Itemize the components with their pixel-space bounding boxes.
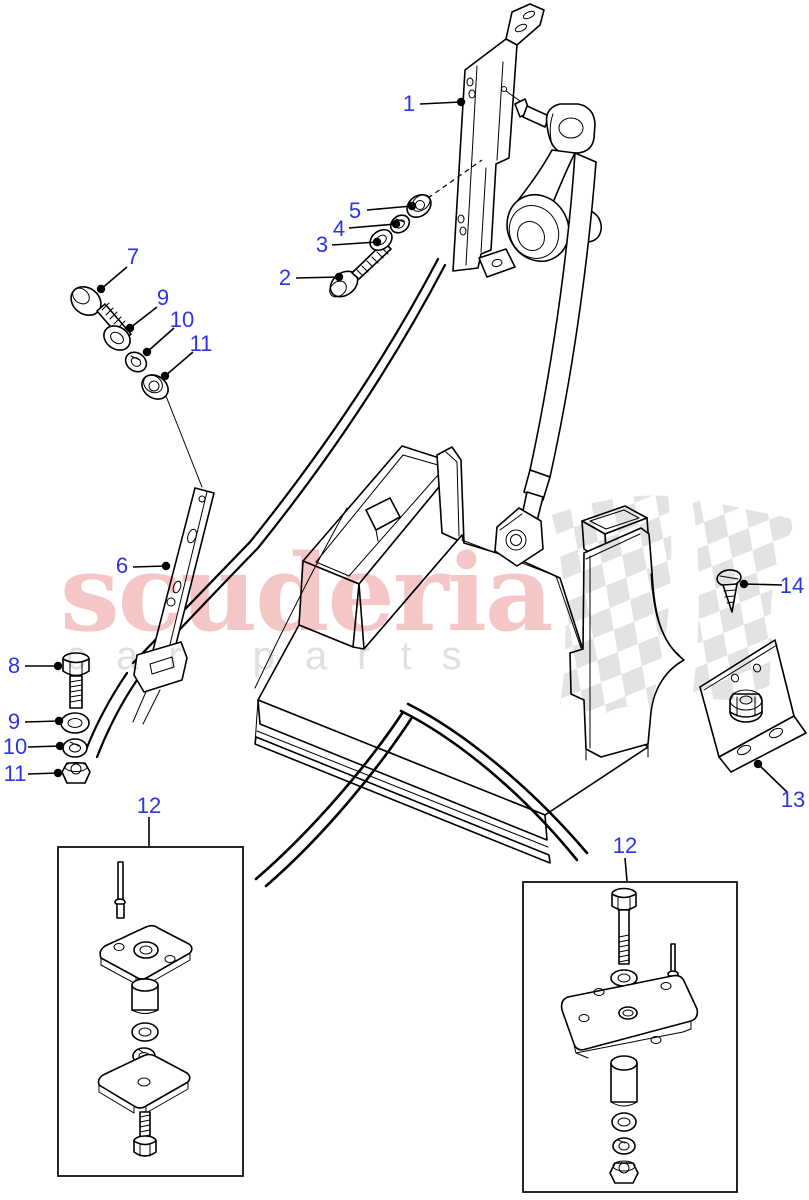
upper-mounting-bracket <box>452 3 545 278</box>
watermark-brand: scuderia <box>60 530 552 655</box>
callout-leader <box>27 745 61 748</box>
callout-dot <box>372 237 382 247</box>
checkered-flag <box>552 495 672 715</box>
nut <box>61 762 91 784</box>
washer <box>103 325 131 351</box>
belt-lower-anchor <box>494 507 544 567</box>
callout-leader <box>743 583 783 586</box>
callout-dot <box>160 371 170 381</box>
callout-leader <box>419 101 462 105</box>
callout-leader <box>24 720 60 723</box>
callout-dot <box>53 768 63 778</box>
callout-number-6: 6 <box>116 553 128 578</box>
adjuster-upper-hardware <box>70 285 203 488</box>
callout-number-5: 5 <box>349 198 361 223</box>
callout-leader <box>164 351 194 377</box>
callout-dot <box>407 201 417 211</box>
inset-box-right <box>522 881 738 1193</box>
callout-dot <box>142 347 152 357</box>
watermark: scuderia car parts <box>60 495 798 715</box>
callout-number-11: 11 <box>4 761 27 786</box>
callout-number-1: 1 <box>403 91 415 116</box>
callout-leader <box>624 857 628 882</box>
callout-dot <box>456 97 466 107</box>
callout-leader <box>295 276 340 279</box>
callout-number-4: 4 <box>333 216 345 241</box>
callout-number-12: 12 <box>137 793 161 818</box>
callout-number-3: 3 <box>316 232 328 257</box>
inset-box-left <box>57 846 244 1177</box>
seat-belt-retractor <box>506 194 570 262</box>
seat-belt-assembly <box>494 98 603 567</box>
watermark-tagline: car parts <box>66 634 492 678</box>
spring-washer <box>612 1137 636 1155</box>
callout-leader <box>757 763 788 793</box>
callout-dot <box>334 272 344 282</box>
callout-number-9: 9 <box>8 709 20 734</box>
callout-leader <box>348 223 397 229</box>
callout-number-2: 2 <box>279 265 291 290</box>
callout-dot <box>96 284 106 294</box>
callout-number-13: 13 <box>781 787 805 812</box>
callout-number-9: 9 <box>157 285 169 310</box>
backing-plate <box>97 1053 191 1109</box>
spacer-pin <box>117 861 124 901</box>
washer <box>131 1022 159 1042</box>
callout-leader <box>366 205 413 211</box>
rail-lower-hardware <box>60 652 91 784</box>
callout-number-10: 10 <box>3 734 27 759</box>
bracket-foot <box>478 248 516 278</box>
stud-keyhole <box>501 86 507 92</box>
rail-foot-clip <box>133 641 188 693</box>
callout-leader <box>132 565 167 568</box>
callout-number-12: 12 <box>613 833 637 858</box>
belt-upper-anchor <box>545 103 596 154</box>
floor-front-face <box>257 699 548 841</box>
callout-dot <box>391 219 401 229</box>
callout-dot <box>739 579 749 589</box>
washer <box>60 712 90 734</box>
callout-number-11: 11 <box>190 331 213 356</box>
callout-dot <box>753 759 763 769</box>
callout-leader <box>27 772 59 775</box>
callout-dot <box>55 741 65 751</box>
callout-number-10: 10 <box>170 307 194 332</box>
riser-side-panel <box>436 446 465 544</box>
callout-number-14: 14 <box>780 573 804 598</box>
spacer-pin <box>670 943 676 973</box>
callout-number-7: 7 <box>127 244 139 269</box>
spring-washer <box>124 351 148 373</box>
callout-dot <box>161 561 171 571</box>
bracket-flange <box>718 715 807 773</box>
callout-leader <box>331 241 378 246</box>
callout-leader <box>129 306 158 329</box>
callout-leader <box>100 266 128 290</box>
callout-number-8: 8 <box>8 653 20 678</box>
callout-leader <box>146 327 175 353</box>
riser-tab <box>365 497 401 531</box>
washer <box>611 1112 637 1132</box>
spring-washer <box>62 738 88 758</box>
callout-dot <box>53 661 63 671</box>
belt-guide-rail <box>132 487 215 725</box>
checkered-flag <box>692 498 798 706</box>
callout-dot <box>54 716 64 726</box>
callout-dot <box>125 323 135 333</box>
